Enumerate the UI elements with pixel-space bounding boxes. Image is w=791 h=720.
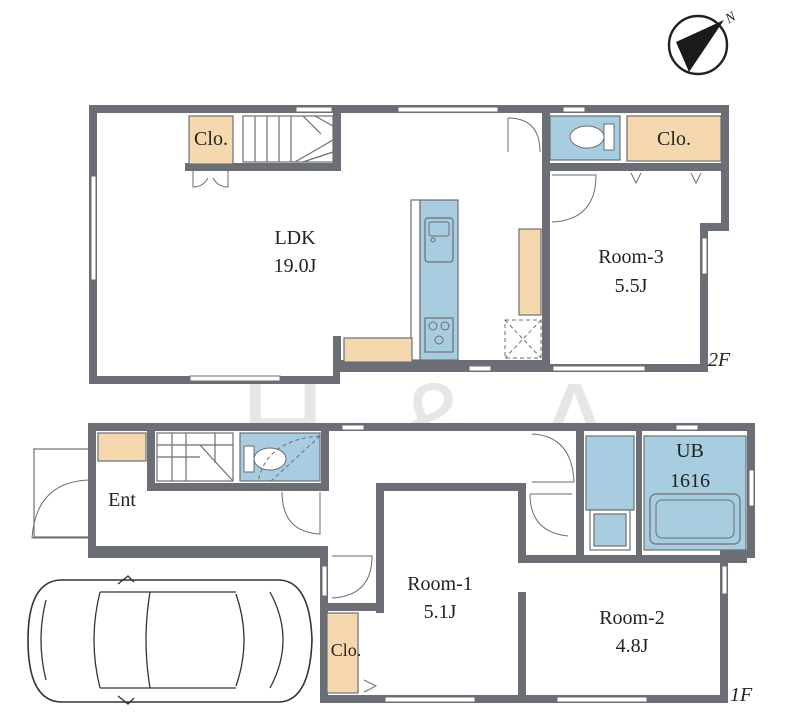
entrance-door [31, 479, 90, 539]
window-2f-right [701, 237, 708, 275]
kitchen-sink-icon [424, 217, 454, 263]
partition-closet-top [320, 603, 376, 611]
partition-stair-bottom [185, 163, 341, 171]
bath-entry-door [529, 493, 572, 537]
ldk-name: LDK [274, 227, 316, 249]
partition-stair-bottom [155, 483, 329, 491]
closet-2f-stair [188, 115, 234, 165]
toilet-1f-door-swing [257, 435, 321, 483]
washer-space-fill [593, 513, 627, 547]
closet-2f-room3 [626, 115, 722, 162]
window-1f-bottom-2 [556, 696, 648, 703]
partition-stair-right [333, 113, 341, 171]
closet-1f [326, 612, 359, 694]
floor-1f-interior [96, 431, 747, 695]
partition-room3-top [550, 163, 721, 171]
window-1f-left [321, 565, 328, 597]
hall-door-2 [531, 433, 575, 483]
window-1f-right-2 [721, 565, 728, 595]
north-compass-icon: N [667, 9, 739, 76]
ldk-storage [343, 337, 413, 363]
partition-room1-right [518, 483, 526, 563]
floor-2f-label: 2F [708, 349, 731, 371]
window-2f-top-1 [295, 106, 333, 113]
bathtub [649, 493, 741, 545]
parking-car-icon [27, 575, 313, 705]
closet-2f-stair-label: Clo. [194, 128, 228, 150]
window-1f-bottom-1 [384, 696, 476, 703]
room1-size: 5.1J [424, 601, 457, 623]
partition-bath-mid [636, 431, 642, 555]
entrance-porch [33, 448, 90, 538]
hall-door [281, 491, 321, 535]
partition-room1-top [376, 483, 526, 491]
toilet-2f-icon [569, 123, 615, 151]
window-1f-top-1 [341, 424, 365, 431]
partition-room1-right-low [518, 592, 526, 695]
room1-door [331, 555, 373, 599]
fridge-space [504, 319, 542, 359]
partition-counter-side [333, 336, 341, 364]
floor-1f: Ent UB 1616 [31, 423, 755, 706]
stove-icon [424, 317, 454, 353]
partition-toilet-right [321, 431, 329, 483]
partition-ent-right [147, 431, 155, 491]
window-2f-bottom-2 [468, 365, 492, 372]
partition-kitchen-bottom [333, 360, 550, 364]
room2-name: Room-2 [599, 607, 665, 629]
partition-room1-left [376, 483, 384, 613]
bath-name: UB [676, 440, 704, 462]
closet-2f-room3-doors [630, 172, 702, 185]
kitchen-back-counter [410, 199, 421, 361]
closet-2f-door [192, 171, 229, 188]
pantry-shelf [518, 228, 542, 316]
fridge-space-diag-1 [504, 319, 542, 359]
closet-1f-label: Clo. [331, 640, 362, 660]
toilet-2f-door [507, 117, 541, 153]
room2-size: 4.8J [616, 635, 649, 657]
floor-2f-interior [97, 113, 721, 376]
window-2f-bottom-1 [189, 375, 281, 382]
room1-name: Room-1 [407, 573, 473, 595]
toilet-1f-icon [243, 445, 287, 473]
bathtub-inner [655, 499, 735, 539]
ldk-size: 19.0J [274, 255, 317, 277]
bath-size: 1616 [670, 470, 710, 492]
staircase-1f [156, 432, 234, 482]
shoe-cabinet [97, 432, 147, 462]
entrance-label: Ent [108, 489, 136, 511]
staircase-2f [242, 115, 334, 163]
window-2f-left [90, 175, 97, 281]
floor-1f-label: 1F [730, 684, 753, 706]
window-1f-right [748, 469, 755, 507]
room3-size: 5.5J [615, 275, 648, 297]
fridge-space-diag-2 [504, 319, 542, 359]
partition-room2-top [526, 555, 747, 563]
room3-name: Room-3 [598, 246, 664, 268]
partition-hall-bottom-left [96, 546, 328, 554]
partition-bath-left [576, 431, 584, 555]
washroom [585, 435, 635, 511]
compass-north-label: N [722, 9, 739, 27]
floor-2f: Clo. Clo. [89, 105, 731, 384]
window-2f-top-3 [562, 106, 586, 113]
partition-room3-left [542, 113, 550, 364]
room3-door [551, 174, 597, 223]
closet-1f-door [363, 679, 378, 693]
window-2f-top-2 [397, 106, 499, 113]
closet-2f-room3-label: Clo. [657, 128, 691, 150]
window-1f-top-2 [675, 424, 699, 431]
window-2f-bottom-3 [552, 365, 646, 372]
